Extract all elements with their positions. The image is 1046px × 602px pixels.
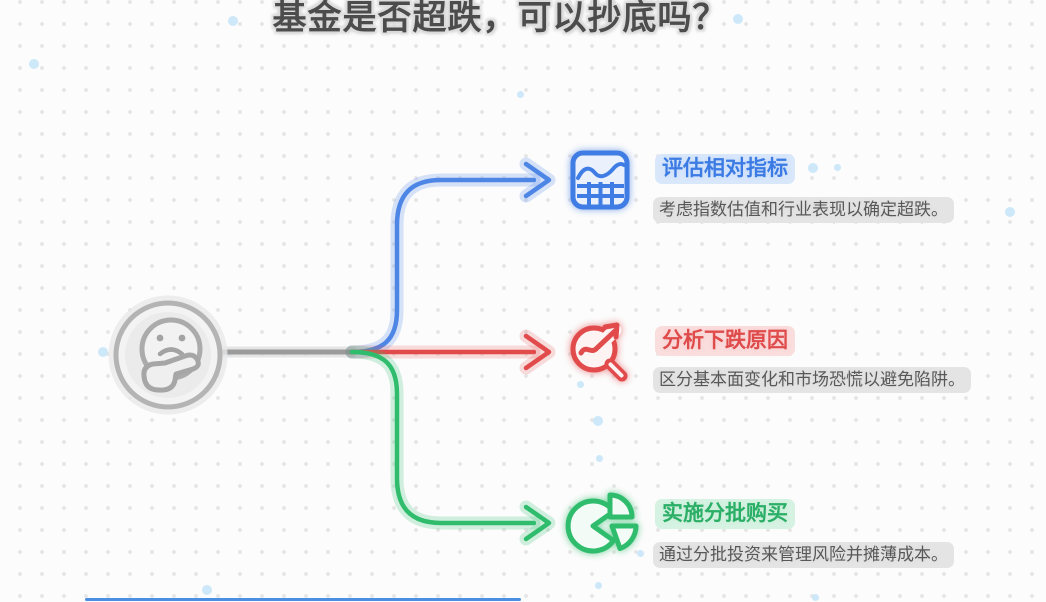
decor-dot [637, 550, 644, 557]
decor-dot [733, 14, 743, 24]
decor-dot [595, 582, 602, 589]
magnifier-trend-icon [565, 316, 635, 391]
decor-dot [1005, 207, 1015, 217]
branch-description-batch-buy: 通过分批投资来管理风险并摊薄成本。 [653, 542, 954, 569]
decor-dot [228, 16, 238, 26]
diagram-title: 基金是否超跌，可以抄底吗？ [272, 0, 728, 37]
branch-description-evaluate: 考虑指数估值和行业表现以确定超跌。 [653, 197, 954, 224]
decor-dot [808, 163, 818, 173]
branch-line-batch-buy [345, 345, 556, 546]
decor-dot [596, 455, 603, 462]
branch-heading-evaluate: 评估相对指标 [655, 154, 795, 185]
pie-chart-icon [560, 486, 640, 569]
branch-line-analyze [345, 329, 556, 375]
central-node [108, 295, 228, 415]
branch-line-evaluate [345, 157, 556, 359]
decor-dot [202, 585, 212, 595]
decor-dot [517, 91, 524, 98]
chart-table-icon [565, 145, 635, 220]
decor-dot [812, 594, 819, 601]
decor-dot [98, 347, 108, 357]
decor-dot [29, 59, 39, 69]
branch-description-analyze: 区分基本面变化和市场恐慌以避免陷阱。 [653, 367, 971, 394]
bottom-accent-line [85, 598, 521, 601]
decor-dot [834, 164, 841, 171]
thinking-face-icon [108, 295, 228, 415]
branch-heading-analyze: 分析下跌原因 [655, 326, 795, 357]
branch-heading-batch-buy: 实施分批购买 [655, 499, 795, 530]
decor-dot [577, 381, 584, 388]
decor-dot [593, 416, 603, 426]
